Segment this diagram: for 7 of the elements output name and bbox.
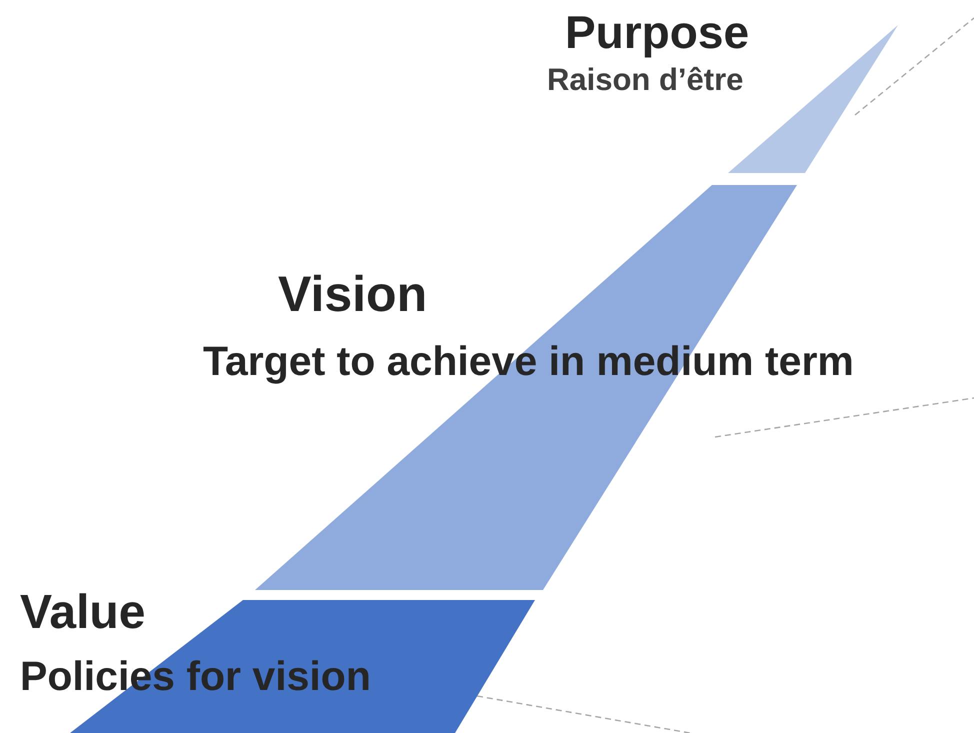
heading: Vision: [278, 268, 428, 320]
leader-line: [854, 18, 974, 116]
subheading: Raison d’être: [547, 64, 744, 97]
heading: Purpose: [565, 8, 750, 56]
leader-line: [714, 397, 974, 438]
heading: Value: [20, 588, 146, 638]
leader-line: [476, 695, 690, 733]
